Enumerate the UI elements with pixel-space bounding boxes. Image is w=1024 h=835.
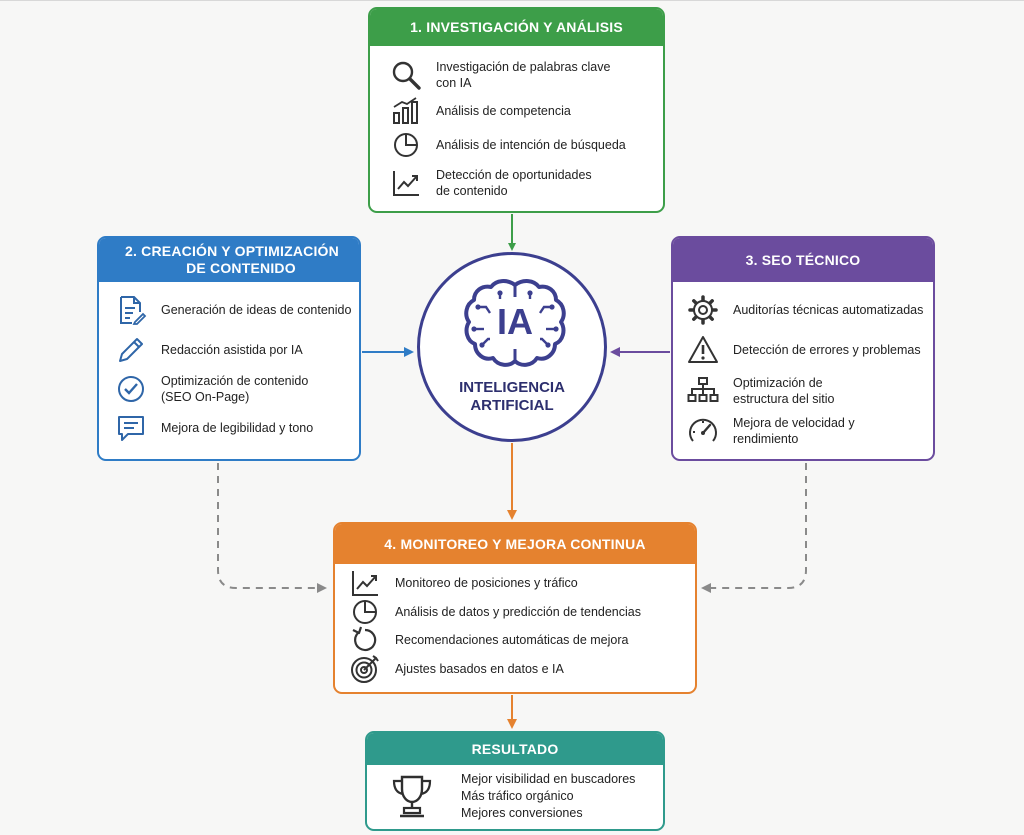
ai-hub: IA INTELIGENCIA ARTIFICIAL — [417, 252, 607, 442]
list-item: Análisis de competencia — [390, 95, 571, 127]
list-item: Ajustes basados en datos e IA — [349, 653, 564, 685]
card-investigacion-header: 1. INVESTIGACIÓN Y ANÁLISIS — [370, 9, 663, 46]
card-tecnico-title: 3. SEO TÉCNICO — [745, 251, 861, 268]
gear-icon — [687, 294, 719, 326]
pie-chart-icon — [349, 596, 381, 628]
item-label: Detección de oportunidades de contenido — [436, 168, 592, 198]
card-resultado-header: RESULTADO — [367, 733, 663, 765]
list-item: Detección de oportunidades de contenido — [390, 167, 592, 199]
item-label: Auditorías técnicas automatizadas — [733, 303, 924, 317]
list-item: Monitoreo de posiciones y tráfico — [349, 567, 578, 599]
item-label: Análisis de datos y predicción de tenden… — [395, 605, 641, 619]
warning-icon — [687, 334, 719, 366]
item-label: Mejora de legibilidad y tono — [161, 421, 314, 435]
trend-line-icon — [349, 567, 381, 599]
card-investigacion-title: 1. INVESTIGACIÓN Y ANÁLISIS — [410, 19, 623, 35]
list-item: Investigación de palabras clave con IA — [390, 59, 610, 91]
item-label: Ajustes basados en datos e IA — [395, 662, 564, 676]
result-item: Mejor visibilidad en buscadores — [461, 772, 636, 786]
list-item: Detección de errores y problemas — [687, 334, 921, 366]
item-label: Mejora de velocidad y rendimiento — [733, 416, 855, 446]
bar-chart-icon — [390, 95, 422, 127]
card-monitoreo-header: 4. MONITOREO Y MEJORA CONTINUA — [335, 524, 695, 564]
pencil-icon — [115, 334, 147, 366]
card-tecnico-header: 3. SEO TÉCNICO — [673, 238, 933, 282]
pie-chart-icon — [390, 129, 422, 161]
card-contenido: 2. CREACIÓN Y OPTIMIZACIÓN DE CONTENIDO … — [97, 236, 361, 461]
item-label: Investigación de palabras clave con IA — [436, 60, 611, 90]
item-label: Análisis de intención de búsqueda — [436, 138, 626, 152]
list-item: Optimización de contenido (SEO On-Page) — [115, 373, 308, 405]
card-monitoreo: 4. MONITOREO Y MEJORA CONTINUA Monitoreo… — [333, 522, 697, 694]
refresh-icon — [349, 624, 381, 656]
card-tecnico: 3. SEO TÉCNICO Auditorías técnicas autom… — [671, 236, 935, 461]
list-item: Mejora de legibilidad y tono — [115, 412, 313, 444]
document-edit-icon — [115, 294, 147, 326]
result-item: Más tráfico orgánico — [461, 789, 574, 803]
speech-bubble-icon — [115, 412, 147, 444]
magnifier-icon — [390, 59, 422, 91]
card-resultado: RESULTADO Mejor visibilidad en buscadore… — [365, 731, 665, 831]
item-label: Optimización de estructura del sitio — [733, 376, 835, 406]
item-label: Monitoreo de posiciones y tráfico — [395, 576, 578, 590]
trend-line-icon — [390, 167, 422, 199]
card-contenido-title-line2: DE CONTENIDO — [186, 260, 296, 276]
result-list: Mejor visibilidad en buscadores Más tráf… — [461, 771, 635, 822]
item-label: Redacción asistida por IA — [161, 343, 303, 357]
target-icon — [349, 653, 381, 685]
item-label: Generación de ideas de contenido — [161, 303, 352, 317]
brain-icon: IA — [464, 279, 566, 367]
result-item: Mejores conversiones — [461, 806, 583, 820]
check-circle-icon — [115, 373, 147, 405]
speedometer-icon — [687, 415, 719, 447]
list-item: Análisis de intención de búsqueda — [390, 129, 626, 161]
list-item: Recomendaciones automáticas de mejora — [349, 624, 628, 656]
item-label: Optimización de contenido (SEO On-Page) — [161, 374, 309, 404]
list-item: Redacción asistida por IA — [115, 334, 303, 366]
list-item: Optimización de estructura del sitio — [687, 375, 834, 407]
item-label: Recomendaciones automáticas de mejora — [395, 633, 629, 647]
card-contenido-header: 2. CREACIÓN Y OPTIMIZACIÓN DE CONTENIDO — [99, 238, 359, 282]
dashed-arrow-tecnico-to-monitoreo — [701, 463, 807, 593]
hub-badge: IA — [497, 301, 533, 342]
card-monitoreo-title: 4. MONITOREO Y MEJORA CONTINUA — [384, 535, 646, 552]
card-resultado-title: RESULTADO — [471, 740, 559, 757]
list-item: Auditorías técnicas automatizadas — [687, 294, 923, 326]
card-investigacion: 1. INVESTIGACIÓN Y ANÁLISIS Investigació… — [368, 7, 665, 213]
sitemap-icon — [687, 375, 719, 407]
list-item: Generación de ideas de contenido — [115, 294, 351, 326]
top-divider — [0, 0, 1024, 1]
list-item: Análisis de datos y predicción de tenden… — [349, 596, 641, 628]
trophy-icon — [389, 773, 435, 819]
list-item: Mejora de velocidad y rendimiento — [687, 415, 855, 447]
item-label: Análisis de competencia — [436, 104, 571, 118]
hub-label: INTELIGENCIA ARTIFICIAL — [459, 379, 565, 414]
dashed-arrow-contenido-to-monitoreo — [217, 463, 327, 593]
card-contenido-title-line1: 2. CREACIÓN Y OPTIMIZACIÓN — [125, 243, 339, 259]
item-label: Detección de errores y problemas — [733, 343, 921, 357]
